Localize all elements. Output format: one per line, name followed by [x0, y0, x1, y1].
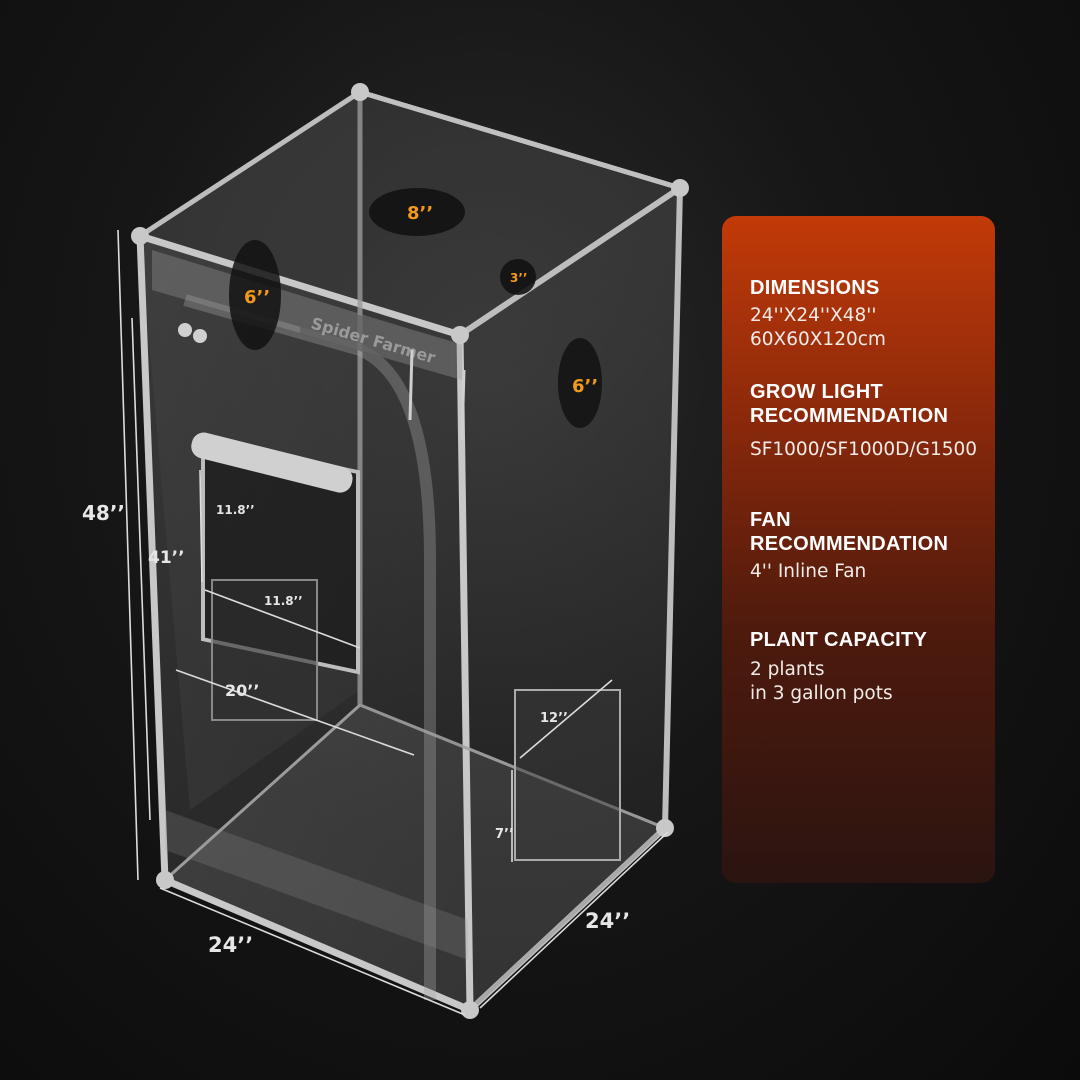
light-bar	[191, 432, 353, 493]
spec-heading-line: DIMENSIONS	[750, 277, 880, 299]
spec-plant-capacity: PLANT CAPACITY 2 plants in 3 gallon pots	[750, 628, 975, 706]
door-zipper	[183, 294, 436, 1000]
port-label-top-small: 3’’	[510, 271, 527, 285]
width-line	[159, 887, 466, 1016]
spec-heading-line: PLANT CAPACITY	[750, 629, 928, 651]
spec-value-line: 4'' Inline Fan	[750, 561, 867, 582]
spec-heading: DIMENSIONS	[750, 276, 975, 300]
height-label: 48’’	[82, 501, 125, 525]
side-window-width-label: 12’’	[540, 711, 568, 726]
window-width-label: 11.8’’	[264, 594, 303, 608]
dimension-lines	[117, 229, 669, 1016]
door-height-label: 41’’	[148, 548, 185, 568]
spec-value-line: in 3 gallon pots	[750, 683, 893, 704]
corner-joint	[671, 179, 689, 197]
side-window-height-label: 7’’	[495, 827, 514, 842]
lower-window	[211, 579, 318, 721]
spec-value-line: 24''X24''X48''	[750, 305, 877, 326]
vent-port-top-small	[500, 259, 536, 295]
spec-heading-line: GROW LIGHT	[750, 381, 883, 403]
tent-bottom-band	[165, 810, 468, 960]
spec-heading: GROW LIGHT RECOMMENDATION	[750, 380, 975, 428]
spec-value: 2 plants in 3 gallon pots	[750, 658, 975, 706]
floor-depth-label: 20’’	[225, 681, 259, 700]
corner-joint	[461, 1001, 479, 1019]
spec-heading-line: RECOMMENDATION	[750, 533, 949, 555]
spec-panel: DIMENSIONS 24''X24''X48'' 60X60X120cm GR…	[722, 216, 995, 883]
vent-port-side	[558, 338, 602, 428]
valve-knob	[178, 323, 192, 337]
spec-value: 4'' Inline Fan	[750, 560, 975, 584]
side-width-line	[519, 679, 613, 759]
spec-heading-line: FAN	[750, 509, 791, 531]
corner-joint	[656, 819, 674, 837]
corner-joint	[351, 83, 369, 101]
window-height-line	[199, 469, 203, 583]
port-label-front: 6’’	[244, 287, 270, 308]
spec-heading: FAN RECOMMENDATION	[750, 508, 975, 556]
spec-heading-line: RECOMMENDATION	[750, 405, 949, 427]
valve-knob	[193, 329, 207, 343]
floor-depth-line	[175, 669, 415, 756]
spec-value: 24''X24''X48'' 60X60X120cm	[750, 304, 975, 352]
spec-heading: PLANT CAPACITY	[750, 628, 975, 652]
width-label: 24’’	[208, 933, 253, 957]
spec-value: SF1000/SF1000D/G1500	[750, 438, 978, 462]
corner-joint	[451, 326, 469, 344]
vent-port-front	[229, 240, 281, 350]
port-label-top-large: 8’’	[407, 203, 433, 224]
door-height-line	[131, 317, 151, 821]
hanger-rope	[408, 349, 414, 421]
spec-value-line: 60X60X120cm	[750, 329, 886, 350]
corner-joint	[156, 871, 174, 889]
vent-port-top-large	[369, 188, 465, 236]
spec-grow-light: GROW LIGHT RECOMMENDATION SF1000/SF1000D…	[750, 380, 978, 462]
depth-line	[479, 831, 669, 1009]
spec-value-line: 2 plants	[750, 659, 825, 680]
spec-value-line: SF1000/SF1000D/G1500	[750, 439, 978, 460]
window-width-line	[204, 589, 361, 649]
spec-dimensions: DIMENSIONS 24''X24''X48'' 60X60X120cm	[750, 276, 975, 352]
hanger-rope	[460, 369, 466, 441]
depth-label: 24’’	[585, 909, 630, 933]
corner-joint	[131, 227, 149, 245]
spec-fan: FAN RECOMMENDATION 4'' Inline Fan	[750, 508, 975, 584]
port-label-side: 6’’	[572, 376, 598, 397]
height-line	[117, 229, 139, 881]
tent-inner-edge	[359, 89, 681, 191]
window-height-label: 11.8’’	[216, 503, 255, 517]
